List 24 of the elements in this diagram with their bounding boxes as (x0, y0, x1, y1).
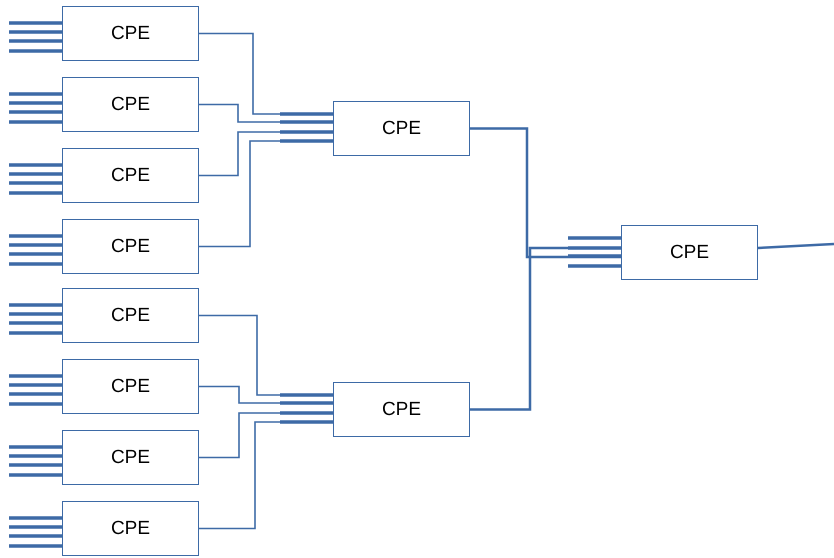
device-box (62, 219, 199, 274)
device-label: CPE (110, 236, 150, 258)
connector-line (470, 127, 621, 258)
device-box (62, 148, 199, 203)
connector-line (758, 242, 834, 250)
device-box (62, 430, 199, 485)
device-box (62, 359, 199, 414)
device-box (62, 501, 199, 556)
device-box (333, 382, 470, 437)
device-label: CPE (382, 118, 422, 140)
device-label: CPE (110, 22, 150, 44)
device-box (621, 225, 758, 280)
device-label: CPE (110, 518, 150, 540)
device-label: CPE (670, 242, 710, 264)
device-label: CPE (110, 376, 150, 398)
device-label: CPE (110, 304, 150, 326)
device-box (62, 6, 199, 61)
device-box (62, 77, 199, 132)
device-label: CPE (382, 398, 422, 420)
device-label: CPE (110, 94, 150, 116)
device-label: CPE (110, 446, 150, 468)
device-label: CPE (110, 164, 150, 186)
device-box (333, 101, 470, 156)
device-box (62, 288, 199, 343)
